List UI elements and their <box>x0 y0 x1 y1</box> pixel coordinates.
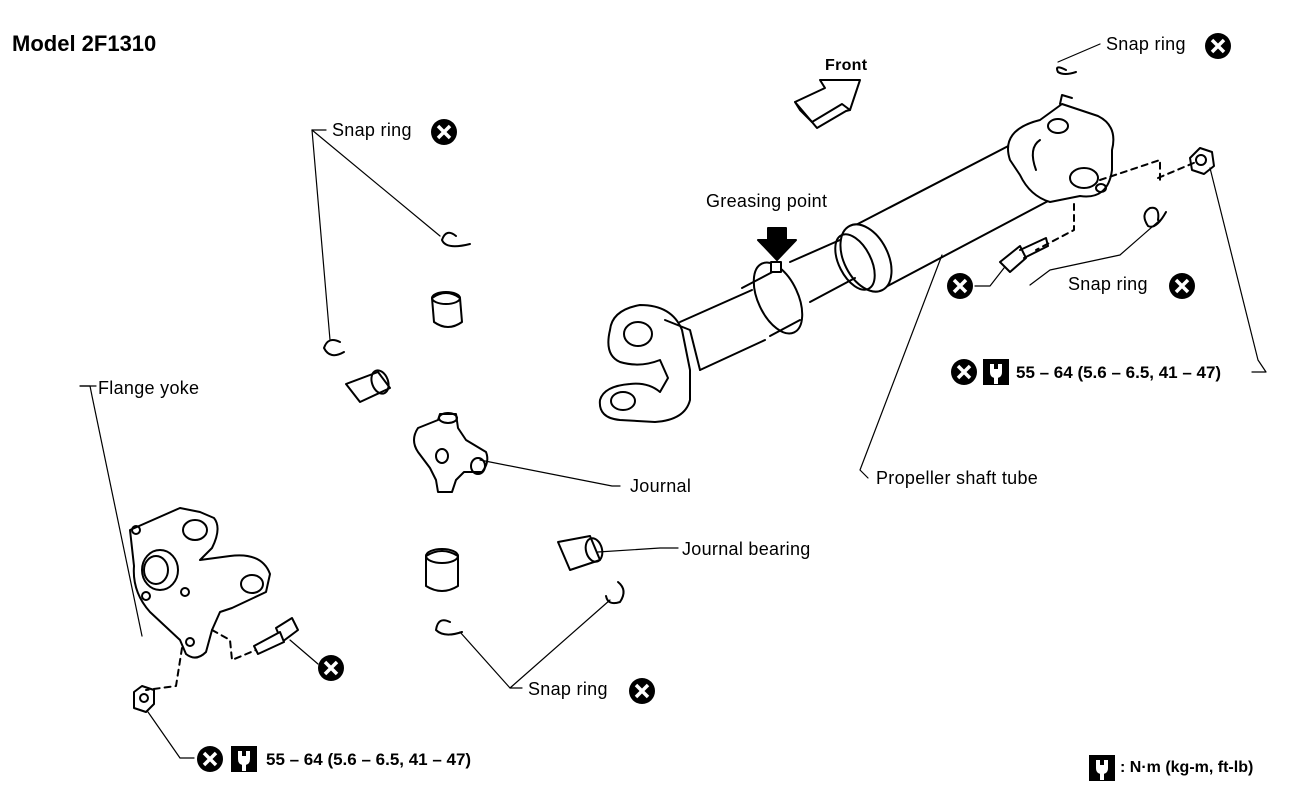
snap-ring-center-right <box>605 581 625 605</box>
bolt-left <box>253 617 299 655</box>
snap-ring-center-top <box>441 231 471 248</box>
do-not-reuse-icon <box>951 359 977 385</box>
do-not-reuse-icon <box>1205 33 1231 59</box>
journal-bearing-right <box>557 535 604 571</box>
front-arrow <box>794 79 861 129</box>
snap-ring-center-left <box>323 339 345 357</box>
torque-spec-left: 55 – 64 (5.6 – 6.5, 41 – 47) <box>266 750 472 769</box>
flange-yoke <box>129 507 271 659</box>
do-not-reuse-icon <box>431 119 457 145</box>
snap-ring-label-top-right: Snap ring <box>1106 34 1186 54</box>
journal-bearing-label: Journal bearing <box>682 539 811 559</box>
journal-label: Journal <box>630 476 692 496</box>
torque-spec-right: 55 – 64 (5.6 – 6.5, 41 – 47) <box>1016 363 1222 382</box>
flange-yoke-label: Flange yoke <box>98 378 200 398</box>
do-not-reuse-icon <box>1169 273 1195 299</box>
nut-left <box>133 685 155 713</box>
front-label: Front <box>825 57 868 74</box>
bolt-right <box>999 237 1049 273</box>
page-title: Model 2F1310 <box>12 31 157 56</box>
journal-bearing-bottom <box>425 548 459 592</box>
journal-bearing-left <box>345 369 391 403</box>
do-not-reuse-icon <box>318 655 344 681</box>
nut-upper-right <box>1189 147 1215 175</box>
units-legend: : N·m (kg-m, ft-lb) <box>1120 759 1254 776</box>
journal <box>413 412 489 493</box>
snap-ring-label-right: Snap ring <box>1068 274 1148 294</box>
tightening-torque-icon <box>231 746 257 772</box>
greasing-point-arrow <box>757 227 797 261</box>
journal-bearing-top <box>431 291 463 328</box>
greasing-point-label: Greasing point <box>706 191 828 211</box>
snap-ring-upper-right <box>1056 66 1077 75</box>
do-not-reuse-icon <box>197 746 223 772</box>
do-not-reuse-icon <box>947 273 973 299</box>
snap-ring-center-bottom <box>435 619 463 636</box>
do-not-reuse-icon <box>629 678 655 704</box>
propeller-shaft-tube <box>598 94 1115 423</box>
propeller-shaft-tube-label: Propeller shaft tube <box>876 468 1039 488</box>
tightening-torque-icon <box>1089 755 1115 781</box>
snap-ring-right <box>1143 206 1167 228</box>
snap-ring-label-bottom: Snap ring <box>528 679 608 699</box>
snap-ring-label-center-top: Snap ring <box>332 120 412 140</box>
tightening-torque-icon <box>983 359 1009 385</box>
